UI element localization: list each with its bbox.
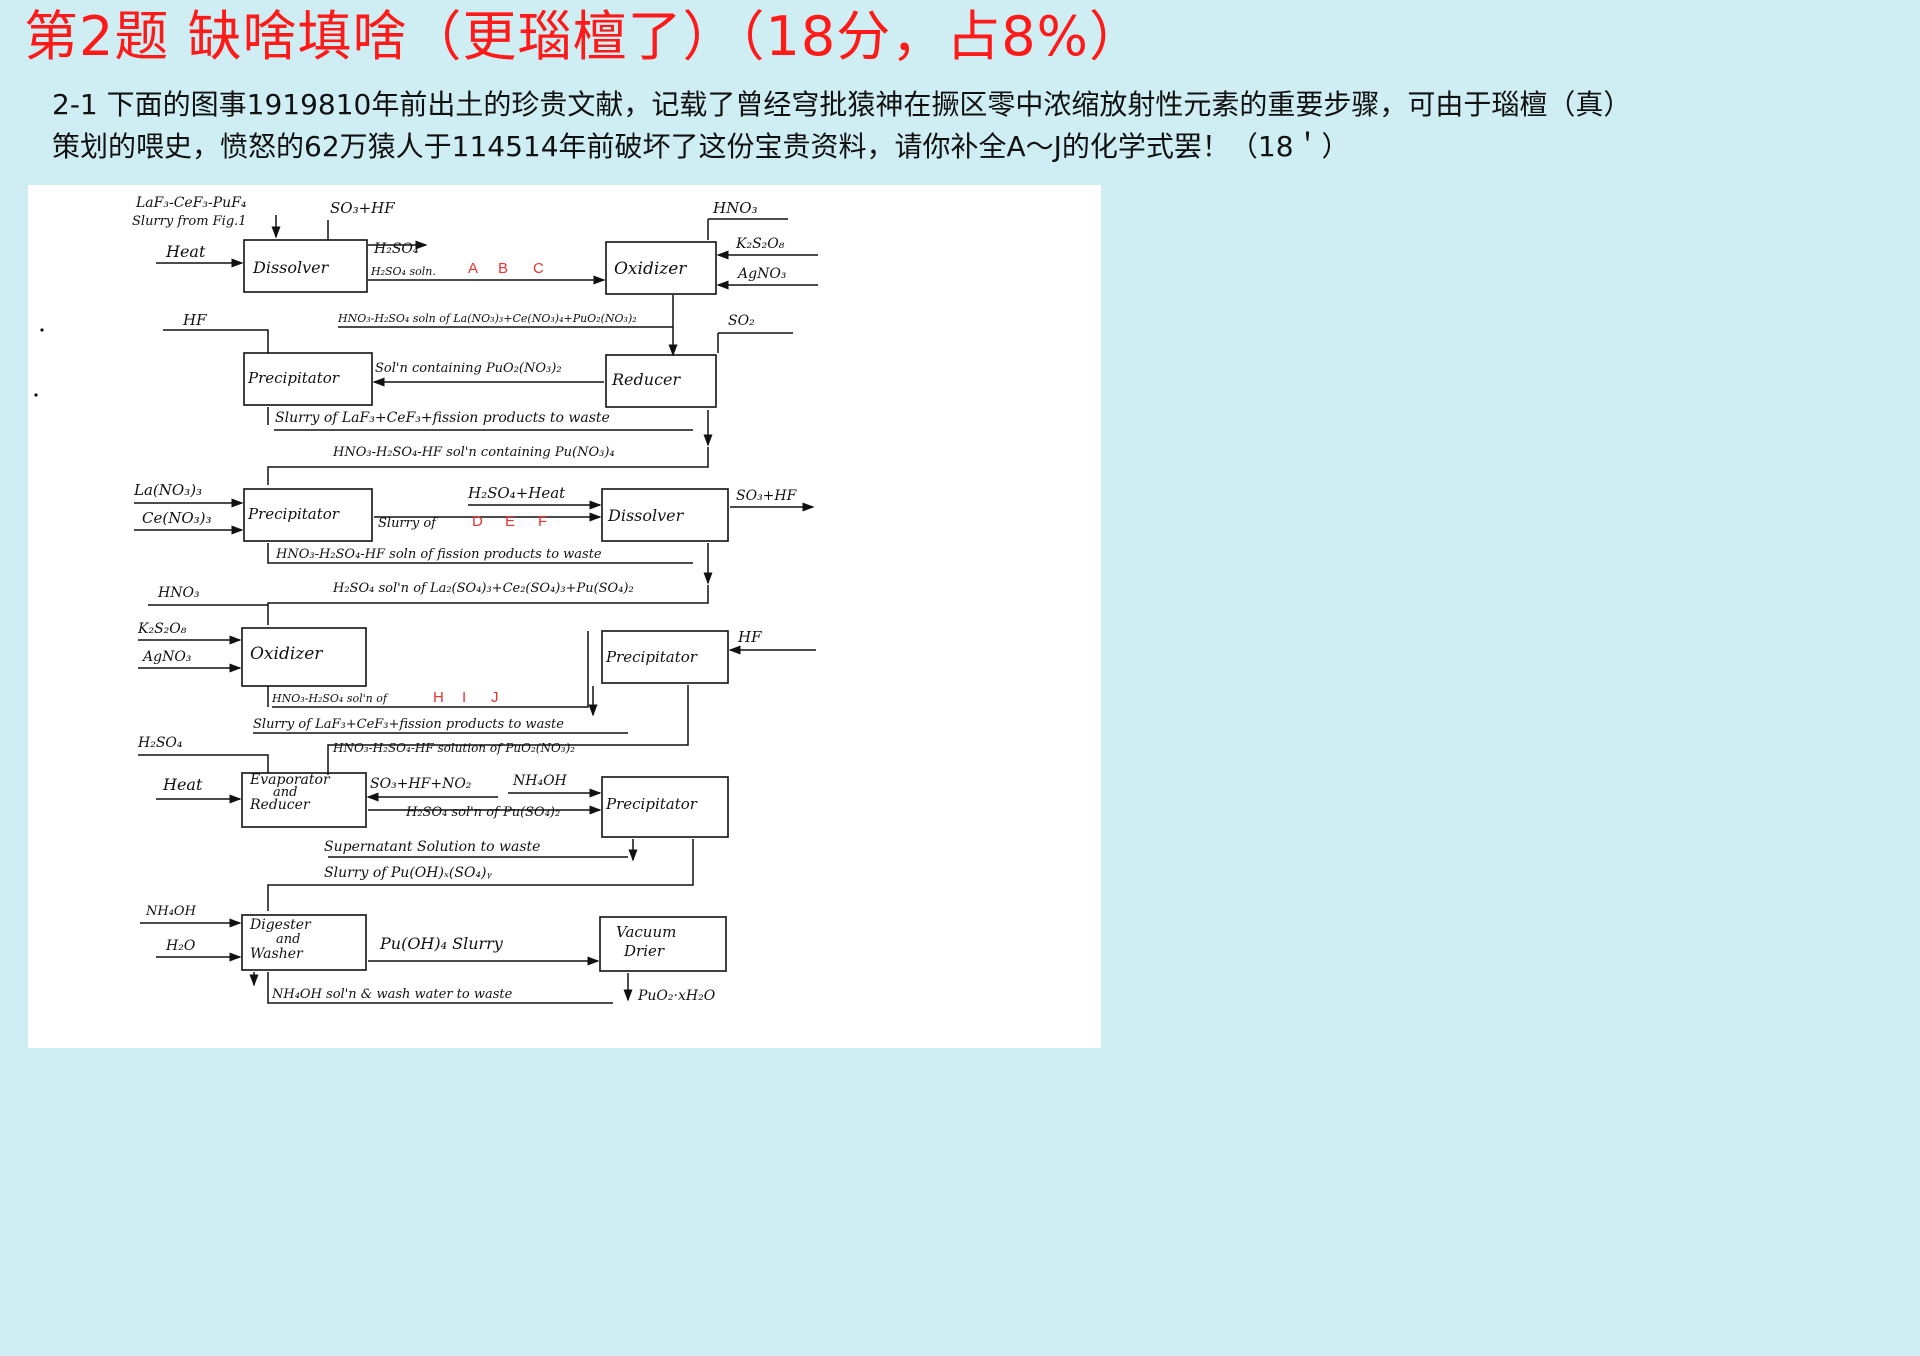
dissolver-label-1: Dissolver (252, 258, 330, 277)
agno3-label-1: AgNO₃ (736, 266, 787, 282)
digester-label-3: Washer (250, 946, 304, 962)
precipitator-block-3 (601, 630, 729, 684)
sulfate-soln-label: H₂SO₄ sol'n of La₂(SO₄)₃+Ce₂(SO₄)₃+Pu(SO… (332, 581, 634, 596)
dissolver-block-1 (243, 239, 368, 293)
oxidizer-label-1: Oxidizer (614, 259, 687, 279)
blank-f: F (538, 513, 547, 530)
evaporator-label-3: Reducer (249, 797, 311, 813)
question-line-2: 策划的喂史，愤怒的62万猿人于114514年前破坏了这份宝贵资料，请你补全A～J… (52, 130, 1350, 163)
oxidizer-block-2 (241, 627, 367, 687)
hno3-label-2: HNO₃ (157, 585, 200, 601)
precipitator-block-4 (601, 776, 729, 838)
oxidizer-block-1 (605, 241, 717, 295)
h2so4-soln-label: H₂SO₄ soln. (370, 265, 436, 278)
blank-j: J (491, 689, 499, 706)
wash-waste-label: NH₄OH sol'n & wash water to waste (271, 987, 513, 1002)
question-line-1: 2-1 下面的图事1919810年前出土的珍贵文献，记载了曾经穹批猿神在撅区零中… (52, 88, 1632, 121)
digester-label-2: and (276, 932, 300, 947)
pu-so4-soln-label: H₂SO₄ sol'n of Pu(SO₄)₂ (405, 805, 560, 820)
pu-no3-soln-label: HNO₃-H₂SO₄-HF sol'n containing Pu(NO₃)₄ (332, 445, 615, 460)
precipitator-block-1 (243, 352, 373, 406)
evaporator-label-2: and (273, 785, 297, 800)
flowsheet-figure: Dissolver Oxidizer LaF₃-CeF₃-PuF₄ Slurry… (28, 185, 1101, 1048)
flowsheet-diagram: Dissolver Oxidizer LaF₃-CeF₃-PuF₄ Slurry… (34, 195, 818, 1004)
so3-hf-label-2: SO₃+HF (736, 488, 798, 504)
h2so4-label-2: H₂SO₄ (137, 735, 183, 751)
digester-label-1: Digester (249, 917, 312, 933)
precipitator-block-2 (243, 488, 373, 542)
h2so4-label-1: H₂SO₄ (373, 241, 419, 257)
vacuum-label-2: Drier (623, 942, 665, 960)
blank-d: D (472, 513, 483, 530)
evaporator-label-1: Evaporator (249, 772, 331, 788)
blank-a: A (468, 260, 478, 277)
feed-label: LaF₃-CeF₃-PuF₄ (135, 195, 247, 211)
blank-e: E (505, 513, 515, 530)
blank-b: B (498, 260, 508, 277)
puo2-soln-label: Sol'n containing PuO₂(NO₃)₂ (375, 361, 562, 376)
h2so4-heat-label: H₂SO₄+Heat (467, 484, 566, 502)
evaporator-block (241, 772, 367, 828)
supernatant-label: Supernatant Solution to waste (324, 839, 540, 855)
heat-label-2: Heat (162, 775, 203, 794)
precipitator-label-4: Precipitator (605, 795, 698, 813)
agno3-label-2: AgNO₃ (141, 649, 192, 665)
vacuum-drier-block (599, 916, 727, 972)
la-no3-label: La(NO₃)₃ (133, 481, 202, 499)
puo2-solution-label: HNO₃-H₂SO₄-HF solution of PuO₂(NO₃)₂ (332, 741, 575, 755)
dissolver-label-2: Dissolver (607, 506, 685, 525)
precipitator-label-3: Precipitator (605, 648, 698, 666)
digester-block (241, 914, 367, 971)
slurry-waste-label-2: Slurry of LaF₃+CeF₃+fission products to … (253, 717, 564, 732)
hf-label-1: HF (182, 311, 207, 329)
dissolver-block-2 (601, 488, 729, 542)
hf-label-2: HF (737, 628, 762, 646)
soln-of-label: HNO₃-H₂SO₄ sol'n of (271, 692, 389, 705)
slurry-waste-label-1: Slurry of LaF₃+CeF₃+fission products to … (275, 410, 610, 426)
fission-waste-label: HNO₃-H₂SO₄-HF soln of fission products t… (275, 547, 602, 562)
pu-oh4-slurry-label: Pu(OH)₄ Slurry (379, 934, 504, 953)
pu-oh-so4-label: Slurry of Pu(OH)ₓ(SO₄)ᵧ (324, 865, 493, 881)
product-label: PuO₂·xH₂O (637, 988, 716, 1004)
precipitator-label-2: Precipitator (247, 505, 340, 523)
oxidizer-label-2: Oxidizer (250, 644, 323, 664)
k2s2o8-label-1: K₂S₂O₈ (735, 236, 785, 252)
blank-i: I (462, 689, 466, 706)
k2s2o8-label-2: K₂S₂O₈ (137, 621, 187, 637)
nh4oh-label-1: NH₄OH (512, 773, 568, 789)
feed-source-label: Slurry from Fig.1 (132, 214, 247, 229)
slurry-of-label: Slurry of (378, 516, 438, 531)
reducer-label-1: Reducer (611, 370, 681, 389)
heat-label-1: Heat (165, 242, 206, 261)
h2o-label: H₂O (165, 938, 196, 954)
mixed-soln-label: HNO₃-H₂SO₄ soln of La(NO₃)₃+Ce(NO₃)₄+PuO… (337, 312, 637, 325)
reducer-block-1 (605, 354, 717, 408)
precipitator-label-1: Precipitator (247, 369, 340, 387)
blank-c: C (533, 260, 544, 277)
so3-hf-no2-label: SO₃+HF+NO₂ (370, 776, 472, 792)
nh4oh-label-2: NH₄OH (145, 904, 197, 919)
ce-no3-label: Ce(NO₃)₃ (142, 509, 212, 527)
so3-hf-label-1: SO₃+HF (330, 199, 395, 217)
hno3-label-1: HNO₃ (712, 199, 758, 217)
blank-h: H (433, 689, 444, 706)
so2-label: SO₂ (728, 313, 755, 329)
page-title: 第2题 缺啥填啥（更瑙檀了）（18分，占8%） (24, 5, 1144, 68)
question-text: 2-1 下面的图事1919810年前出土的珍贵文献，记载了曾经穹批猿神在撅区零中… (52, 84, 1892, 168)
vacuum-label-1: Vacuum (616, 923, 676, 941)
